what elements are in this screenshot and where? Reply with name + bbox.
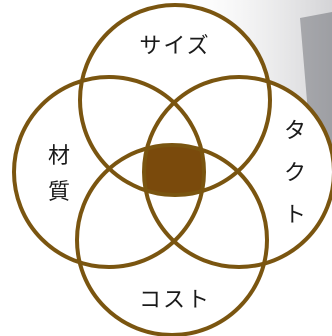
circle-top-outline bbox=[78, 3, 272, 197]
background-device-shape bbox=[300, 12, 332, 160]
label-tact-1: タ bbox=[284, 119, 308, 144]
label-tact-2: ク bbox=[284, 161, 308, 186]
label-size: サイズ bbox=[139, 34, 210, 59]
label-material-2: 質 bbox=[48, 180, 72, 205]
label-cost: コスト bbox=[139, 288, 211, 313]
label-material-1: 材 bbox=[48, 144, 72, 169]
label-tact-3: ト bbox=[284, 203, 308, 228]
circle-right-outline bbox=[142, 75, 332, 269]
circle-bottom-outline bbox=[75, 143, 269, 336]
circle-left-outline bbox=[12, 75, 206, 269]
